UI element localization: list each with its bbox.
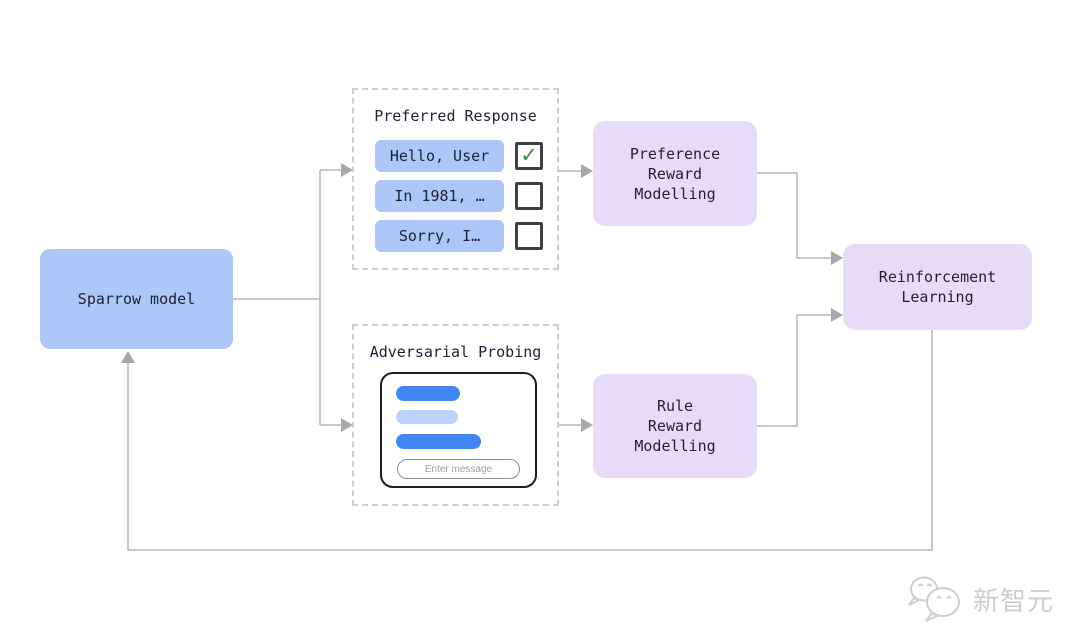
response-option-pill[interactable]: Sorry, I… xyxy=(375,220,504,252)
arrowhead-to-rl-bottom xyxy=(831,308,843,322)
chat-message-bar xyxy=(396,410,458,424)
arrowhead-to-rl-top xyxy=(831,251,843,265)
sparrow-model-label: Sparrow model xyxy=(77,290,196,308)
preference-reward-modelling-box: Preference Reward Modelling xyxy=(593,121,757,226)
preference-reward-modelling-label: Preference Reward Modelling xyxy=(629,144,721,203)
adversarial-probing-panel: Adversarial Probing Enter message xyxy=(352,324,559,506)
rule-reward-modelling-label: Rule Reward Modelling xyxy=(634,397,716,455)
chat-bubbles-logo-icon xyxy=(908,576,960,622)
reinforcement-learning-box: Reinforcement Learning xyxy=(843,244,1032,330)
preferred-response-title: Preferred Response xyxy=(374,107,537,125)
reinforcement-learning-label: Reinforcement Learning xyxy=(878,268,997,306)
prm-to-rl-line xyxy=(757,172,831,259)
brand-watermark-text: 新智元 xyxy=(973,585,1055,616)
arrowhead-to-adversarial xyxy=(341,418,353,432)
chat-window-mock: Enter message xyxy=(380,372,537,488)
message-input-placeholder: Enter message xyxy=(424,463,493,475)
sparrow-model-box: Sparrow model xyxy=(40,249,233,349)
arrowhead-to-preferred xyxy=(341,163,353,177)
response-option-pill[interactable]: Hello, User xyxy=(375,140,504,172)
arrowhead-to-preference-rm xyxy=(581,164,593,178)
chat-message-bar xyxy=(396,386,460,401)
response-option-label: Hello, User xyxy=(389,147,490,165)
preferred-response-panel: Preferred Response Hello, User ✓ In 1981… xyxy=(352,88,559,270)
response-checkbox-empty[interactable] xyxy=(515,182,543,210)
rrm-to-rl-line xyxy=(757,314,831,427)
chat-message-bar xyxy=(396,434,481,449)
feedback-loop-line xyxy=(127,330,933,551)
response-checkbox-empty[interactable] xyxy=(515,222,543,250)
response-option-row: Sorry, I… xyxy=(375,220,543,252)
checkmark-icon: ✓ xyxy=(520,142,538,167)
response-option-label: In 1981, … xyxy=(394,187,485,205)
message-input[interactable]: Enter message xyxy=(397,459,520,479)
response-checkbox-checked[interactable]: ✓ xyxy=(515,142,543,170)
response-option-pill[interactable]: In 1981, … xyxy=(375,180,504,212)
response-option-row: Hello, User ✓ xyxy=(375,140,543,172)
arrowhead-to-rule-rm xyxy=(581,418,593,432)
arrowhead-to-sparrow xyxy=(121,351,135,363)
rule-reward-modelling-box: Rule Reward Modelling xyxy=(593,374,757,478)
adversarial-probing-title: Adversarial Probing xyxy=(369,343,542,361)
response-option-row: In 1981, … xyxy=(375,180,543,212)
response-options-list: Hello, User ✓ In 1981, … Sorry, I… xyxy=(375,140,543,252)
brand-watermark: 新智元 xyxy=(903,574,1054,624)
response-option-label: Sorry, I… xyxy=(398,227,481,245)
branch-line xyxy=(233,169,341,426)
